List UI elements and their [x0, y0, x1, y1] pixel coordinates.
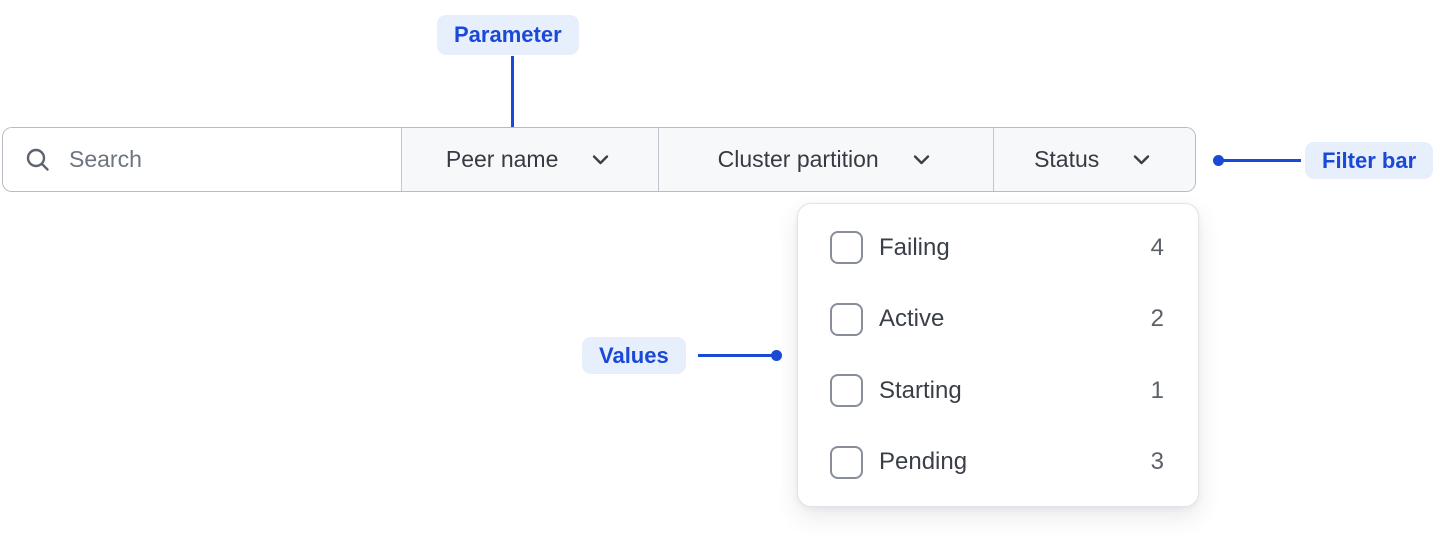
chevron-down-icon	[587, 146, 614, 173]
parameter-annotation-label: Parameter	[454, 22, 562, 47]
option-label: Active	[879, 305, 945, 333]
search-input[interactable]	[69, 146, 369, 173]
chevron-down-icon	[908, 146, 935, 173]
values-annotation-badge: Values	[582, 337, 686, 374]
option-count: 2	[1150, 305, 1164, 333]
values-annotation-label: Values	[599, 342, 669, 368]
values-connector-dot	[771, 350, 782, 361]
search-segment	[3, 128, 402, 191]
option-label: Pending	[879, 448, 968, 476]
status-dropdown-panel: Failing 4 Active 2 Starting 1 Pending 3	[797, 203, 1199, 507]
option-label: Starting	[879, 376, 962, 404]
parameter-connector-line	[511, 56, 514, 139]
option-label: Failing	[879, 233, 950, 261]
option-count: 4	[1150, 233, 1164, 261]
filter-bar-annotation-label: Filter bar	[1322, 147, 1417, 173]
filter-bar-connector-dot	[1213, 155, 1224, 166]
dropdown-label-status: Status	[1034, 146, 1100, 172]
option-count: 1	[1150, 376, 1164, 404]
checkbox-failing[interactable]	[830, 231, 863, 265]
dropdown-label-peer-name: Peer name	[445, 146, 559, 172]
option-count: 3	[1150, 448, 1164, 476]
filter-bar-connector-line	[1219, 159, 1301, 162]
status-option-failing[interactable]: Failing 4	[798, 212, 1198, 284]
filter-bar: Peer name Cluster partition Status	[2, 127, 1196, 192]
checkbox-active[interactable]	[830, 302, 863, 336]
filter-bar-annotation-badge: Filter bar	[1305, 142, 1434, 179]
search-icon	[25, 147, 51, 173]
dropdown-trigger-peer-name[interactable]: Peer name	[401, 128, 658, 191]
parameter-annotation-badge: Parameter	[437, 15, 579, 55]
values-connector-line	[698, 354, 774, 357]
checkbox-starting[interactable]	[830, 374, 863, 408]
dropdown-trigger-status[interactable]: Status	[993, 128, 1195, 191]
dropdown-label-cluster-partition: Cluster partition	[717, 146, 879, 172]
status-option-active[interactable]: Active 2	[798, 284, 1198, 356]
status-option-starting[interactable]: Starting 1	[798, 355, 1198, 427]
chevron-down-icon	[1128, 146, 1155, 173]
checkbox-pending[interactable]	[830, 445, 863, 479]
status-option-pending[interactable]: Pending 3	[798, 427, 1198, 499]
dropdown-trigger-cluster-partition[interactable]: Cluster partition	[657, 128, 994, 191]
